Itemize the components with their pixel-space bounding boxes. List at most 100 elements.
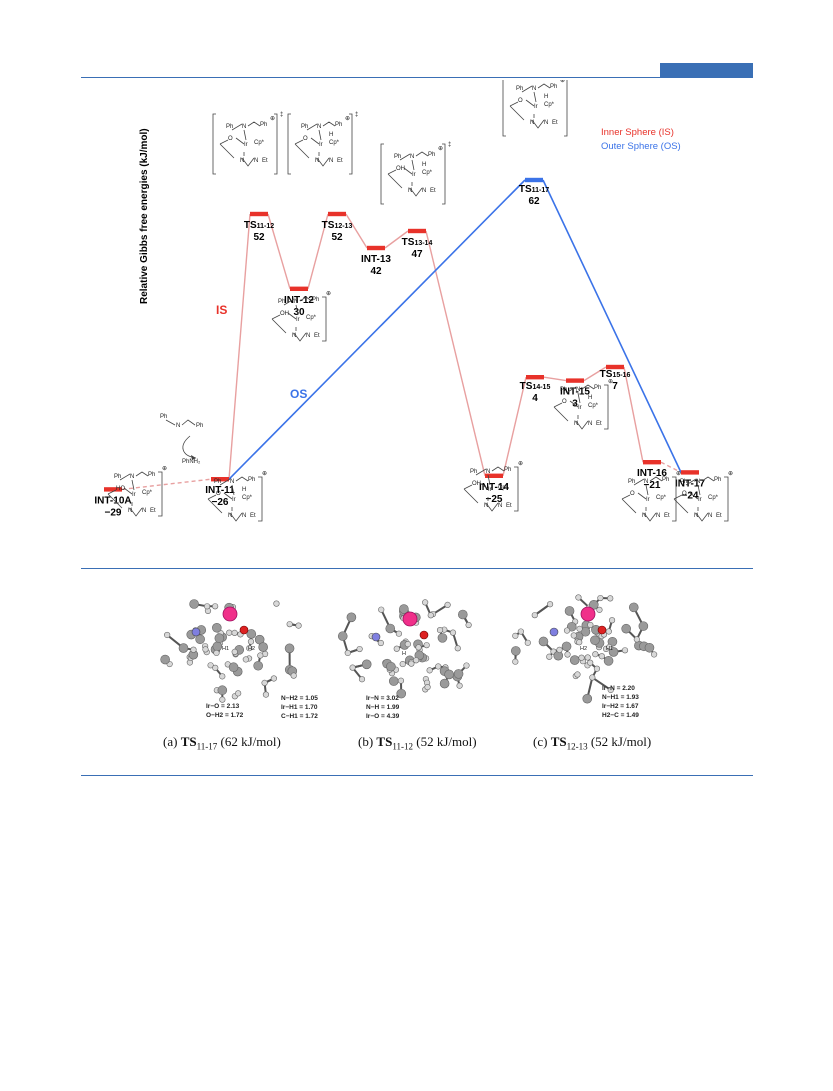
svg-text:Ph: Ph — [516, 86, 523, 92]
level-bar-int17 — [681, 470, 699, 475]
svg-text:Ph: Ph — [428, 152, 435, 158]
svg-text:N: N — [576, 387, 580, 393]
level-name-ts1314: TS13-14 — [402, 237, 433, 248]
level-name-ts1112: TS11-12 — [244, 220, 274, 231]
geometry-c-2: Ir−H2 = 1.67 — [602, 703, 639, 710]
svg-text:Ph: Ph — [628, 479, 635, 485]
svg-text:⊕: ⊕ — [438, 146, 443, 152]
svg-text:Ph: Ph — [560, 387, 567, 393]
level-name-int12: INT-12 — [284, 295, 314, 306]
svg-text:N: N — [254, 158, 258, 164]
oxygen-atom — [239, 625, 249, 635]
svg-text:Ir: Ir — [232, 497, 236, 503]
svg-text:N: N — [642, 513, 646, 519]
svg-text:Cp*: Cp* — [708, 495, 719, 501]
level-energy-int12: 30 — [293, 307, 305, 318]
svg-text:Et: Et — [250, 513, 256, 519]
svg-text:Et: Et — [150, 508, 156, 514]
svg-text:Cp*: Cp* — [329, 140, 340, 146]
iridium-atom — [402, 611, 418, 627]
svg-text:N: N — [317, 124, 321, 130]
svg-text:O: O — [630, 491, 635, 497]
svg-text:Cp*: Cp* — [656, 495, 667, 501]
geometry-c-3: H2−C = 1.49 — [602, 712, 639, 719]
level-bar-int15 — [566, 378, 584, 383]
svg-text:N: N — [410, 154, 414, 160]
svg-text:N: N — [656, 513, 660, 519]
svg-text:Ph: Ph — [394, 154, 401, 160]
svg-text:OH: OH — [280, 311, 289, 317]
svg-text:⊕: ⊕ — [326, 291, 331, 297]
geometry-b-0: Ir−N = 3.02 — [366, 695, 399, 702]
svg-text:Et: Et — [596, 421, 602, 427]
svg-text:N: N — [486, 469, 490, 475]
svg-text:H: H — [242, 487, 246, 493]
svg-text:Ph: Ph — [214, 479, 221, 485]
svg-text:Ph: Ph — [278, 299, 285, 305]
geometry-a-right-2: C−H1 = 1.72 — [281, 713, 318, 720]
svg-text:H: H — [329, 132, 333, 138]
imine-structure: Ph N Ph — [160, 414, 203, 429]
level-name-int14: INT-14 — [479, 482, 509, 493]
svg-text:N: N — [544, 120, 548, 126]
svg-text:O: O — [682, 491, 687, 497]
svg-text:Cp*: Cp* — [588, 403, 599, 409]
svg-text:Ph: Ph — [148, 472, 155, 478]
level-energy-ts1415: 4 — [532, 393, 538, 404]
level-energy-ts1213: 52 — [331, 232, 343, 243]
svg-text:Cp*: Cp* — [498, 485, 509, 491]
svg-text:N: N — [644, 479, 648, 485]
level-energy-ts1314: 47 — [411, 249, 423, 260]
svg-text:N: N — [242, 513, 246, 519]
y-axis-label: Relative Gibbs free energies (kJ/mol) — [139, 128, 150, 304]
svg-text:Ir: Ir — [488, 487, 492, 493]
svg-text:Ph: Ph — [662, 477, 669, 483]
svg-text:N: N — [292, 333, 296, 339]
atom-label-b-0: H — [402, 651, 406, 657]
svg-text:N: N — [484, 503, 488, 509]
level-bar-int14 — [485, 473, 503, 478]
svg-text:N: N — [422, 188, 426, 194]
level-energy-ts1516: 7 — [612, 381, 618, 392]
svg-text:N: N — [574, 421, 578, 427]
svg-text:N: N — [228, 513, 232, 519]
svg-text:O: O — [216, 491, 221, 497]
level-bar-ts1213 — [328, 211, 346, 217]
level-bar-ts1314 — [408, 228, 426, 234]
connector-int14-ts1415 — [502, 377, 527, 476]
caption-a: (a) TS11-17 (62 kJ/mol) — [163, 734, 281, 752]
energy-profile-diagram: Relative Gibbs free energies (kJ/mol) In… — [94, 80, 733, 522]
caption-c: (c) TS12-13 (52 kJ/mol) — [533, 734, 652, 752]
svg-text:Et: Et — [314, 333, 320, 339]
level-name-ts1516: TS15-16 — [600, 369, 631, 380]
connector-group — [121, 179, 682, 491]
svg-text:Cp*: Cp* — [422, 170, 433, 176]
legend-outer-sphere: Outer Sphere (OS) — [601, 141, 681, 152]
svg-text:N: N — [498, 503, 502, 509]
svg-text:Ir: Ir — [578, 405, 582, 411]
connector-int16-int17 — [660, 461, 682, 474]
geometry-a-right-1: Ir−H1 = 1.70 — [281, 704, 318, 711]
svg-text:N: N — [294, 299, 298, 305]
reaction-arrow-head — [191, 455, 196, 460]
svg-text:Ir: Ir — [698, 497, 702, 503]
svg-text:Cp*: Cp* — [242, 495, 253, 501]
svg-text:Ir: Ir — [244, 142, 248, 148]
svg-text:Ph: Ph — [196, 423, 203, 429]
level-name-ts1213: TS12-13 — [322, 220, 353, 231]
geometry-b-2: Ir−O = 4.39 — [366, 713, 400, 720]
svg-text:⊕: ⊕ — [262, 471, 267, 477]
svg-text:N: N — [130, 474, 134, 480]
top-rule — [81, 77, 753, 78]
connector-int11-ts1112 — [228, 213, 251, 480]
level-energy-int15: 3 — [572, 399, 578, 410]
svg-text:⊕: ⊕ — [162, 466, 167, 472]
